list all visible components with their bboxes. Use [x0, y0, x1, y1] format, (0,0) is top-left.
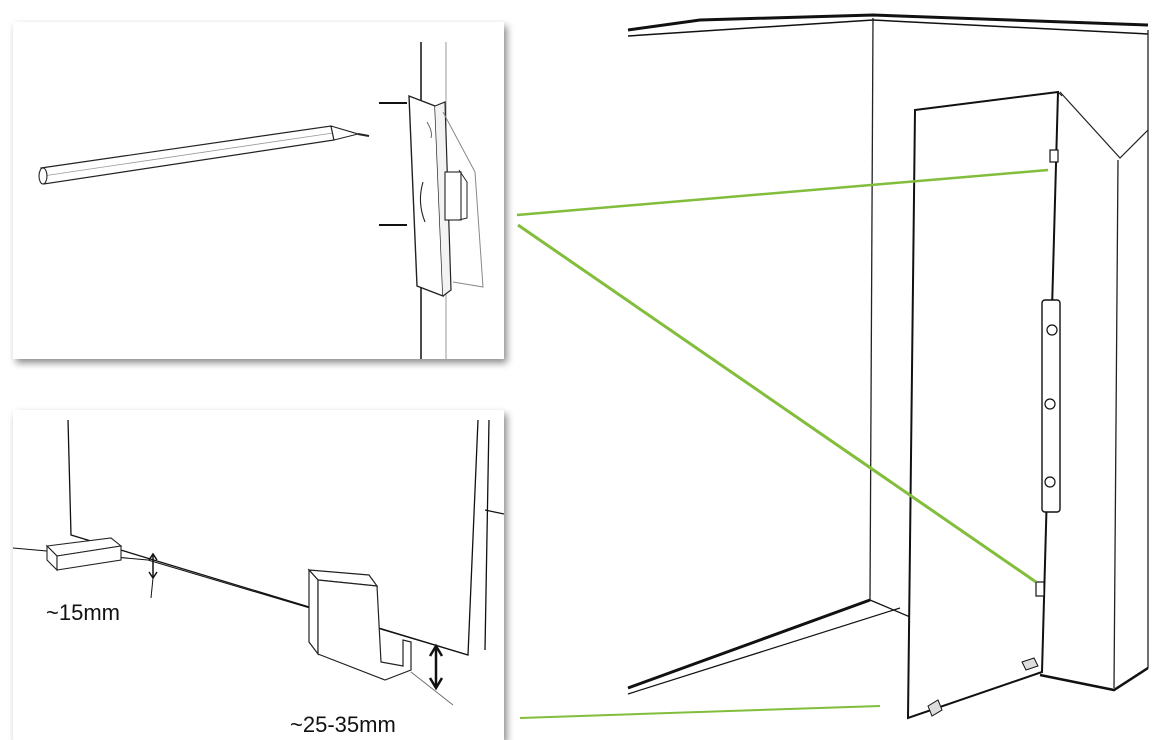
bottom-clip [1035, 581, 1045, 597]
leader-line-top-clip [516, 168, 1049, 217]
glass-panel-edge [1057, 91, 1063, 97]
floor-spacer-left [927, 699, 943, 717]
spacer-blocks-detail-panel: ~15mm ~25-35mm [13, 410, 504, 740]
floor-spacer-right [1021, 657, 1039, 671]
clip-marking-detail-panel [13, 22, 504, 359]
panel-wall-line [484, 509, 504, 515]
floor-left [627, 598, 871, 690]
handle-screw-1 [1046, 324, 1058, 336]
panel-outline [67, 419, 479, 656]
leader-line-floor [519, 705, 881, 719]
floor-right-outer [1039, 666, 1149, 692]
large-spacer-block-icon [307, 568, 412, 681]
spacer-blocks-illustration [13, 419, 504, 706]
floor-line-gap [147, 559, 469, 656]
handle-screw-3 [1044, 476, 1056, 488]
handle-screw-2 [1044, 398, 1056, 410]
small-spacer-block-icon [45, 537, 123, 572]
clip-marking-illustration [38, 42, 484, 359]
glass-panel [906, 90, 1060, 720]
floor-gap-label: ~15mm [46, 600, 120, 625]
wall-corner-line [869, 17, 874, 601]
wall-right-front-top [1059, 91, 1149, 159]
wall-top-edge [627, 13, 1149, 32]
handle-bar [1041, 299, 1061, 513]
pencil-icon [38, 125, 370, 185]
leader-line-bottom-clip [517, 223, 1037, 584]
clip-plate-icon [408, 94, 484, 298]
floor-left-inner [627, 607, 901, 695]
wall-right-front-edge [1113, 159, 1119, 689]
panel-right-edge [484, 419, 490, 651]
top-clip [1049, 149, 1059, 163]
side-gap-label: ~25-35mm [290, 712, 396, 737]
